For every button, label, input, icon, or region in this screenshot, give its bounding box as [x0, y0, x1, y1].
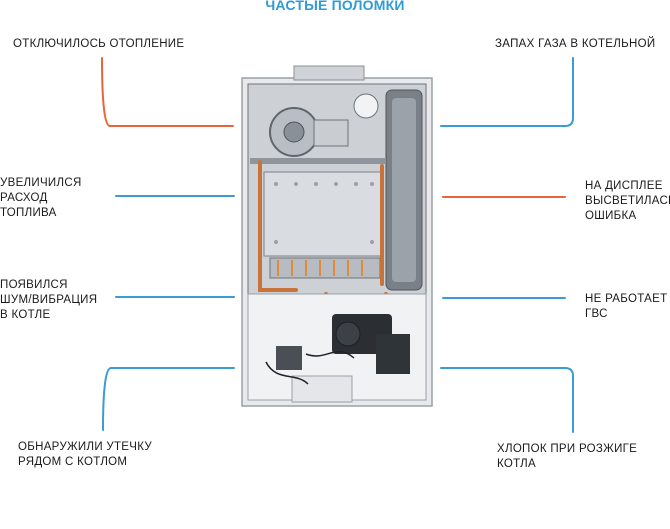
label-line: ГВС — [585, 308, 608, 320]
label-line: НА ДИСПЛЕЕ — [585, 180, 663, 192]
label-line: В КОТЛЕ — [0, 309, 51, 321]
label-line: КОТЛА — [497, 458, 537, 470]
label-display-error: НА ДИСПЛЕЕ ВЫСВЕТИЛАСЬ ОШИБКА — [585, 179, 670, 224]
label-ignition-pop: ХЛОПОК ПРИ РОЗЖИГЕ КОТЛА — [497, 442, 637, 472]
label-line: ХЛОПОК ПРИ РОЗЖИГЕ — [497, 443, 638, 455]
label-line: ОТКЛЮЧИЛОСЬ ОТОПЛЕНИЕ — [13, 38, 185, 50]
label-line: ОШИБКА — [585, 210, 637, 222]
label-gas-smell: ЗАПАХ ГАЗА В КОТЕЛЬНОЙ — [495, 37, 655, 52]
label-line: ШУМ/ВИБРАЦИЯ — [0, 294, 98, 306]
gas-boiler-photo — [241, 65, 433, 407]
connector-ignition-pop — [440, 367, 574, 433]
label-line: РАСХОД — [0, 192, 48, 204]
connector-leak — [102, 367, 235, 431]
label-heating-off: ОТКЛЮЧИЛОСЬ ОТОПЛЕНИЕ — [13, 37, 184, 52]
page-title: ЧАСТЫЕ ПОЛОМКИ — [265, 0, 405, 13]
label-line: ПОЯВИЛСЯ — [0, 279, 68, 291]
label-noise-vibration: ПОЯВИЛСЯ ШУМ/ВИБРАЦИЯ В КОТЛЕ — [0, 278, 97, 323]
connector-gas-smell — [440, 57, 574, 127]
label-line: ОБНАРУЖИЛИ УТЕЧКУ — [18, 441, 152, 453]
label-fuel-consumption: УВЕЛИЧИЛСЯ РАСХОД ТОПЛИВА — [0, 176, 82, 221]
label-leak: ОБНАРУЖИЛИ УТЕЧКУ РЯДОМ С КОТЛОМ — [18, 440, 152, 470]
label-line: РЯДОМ С КОТЛОМ — [18, 456, 128, 468]
label-line: НЕ РАБОТАЕТ — [585, 293, 668, 305]
label-dhw-not-working: НЕ РАБОТАЕТ ГВС — [585, 292, 667, 322]
connector-heating-off — [101, 57, 234, 127]
label-line: ВЫСВЕТИЛАСЬ — [585, 195, 670, 207]
label-line: УВЕЛИЧИЛСЯ — [0, 177, 82, 189]
label-line: ЗАПАХ ГАЗА В КОТЕЛЬНОЙ — [495, 38, 656, 50]
label-line: ТОПЛИВА — [0, 207, 57, 219]
